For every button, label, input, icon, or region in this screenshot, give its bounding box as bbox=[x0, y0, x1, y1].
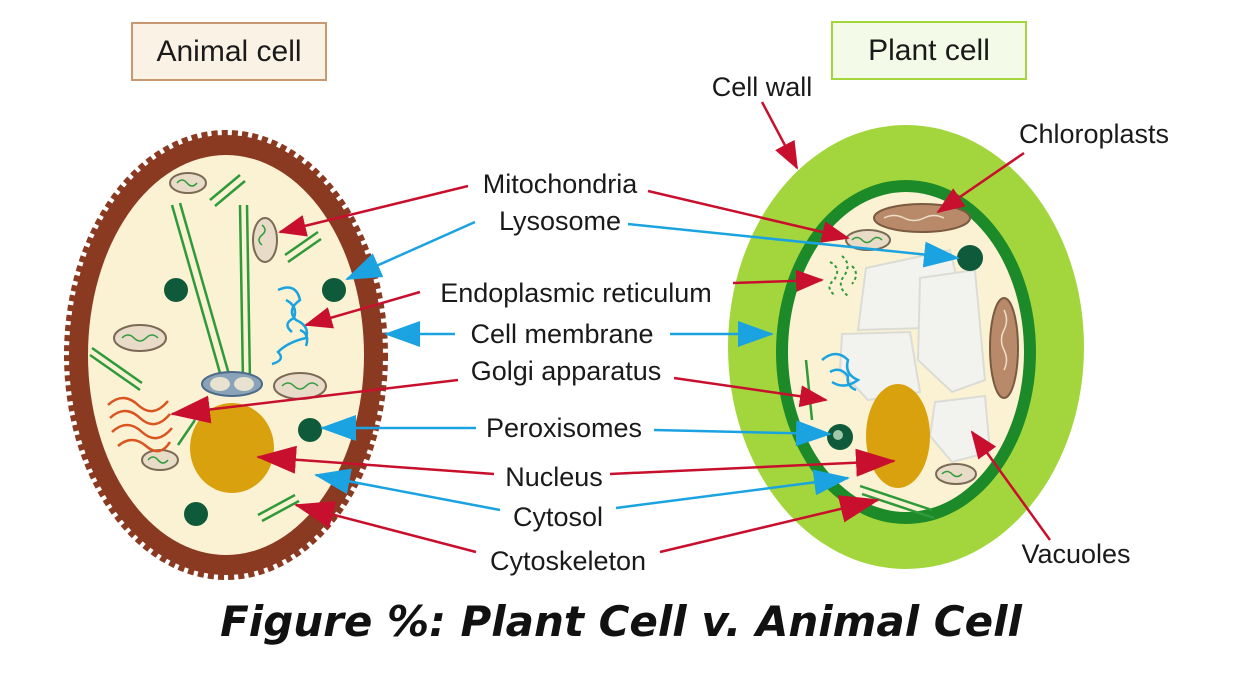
plant-nucleus bbox=[866, 384, 930, 488]
animal-golgi bbox=[107, 396, 173, 453]
figure-caption: Figure %: Plant Cell v. Animal Cell bbox=[220, 597, 1022, 646]
plant-endoplasmic-reticulum bbox=[828, 255, 857, 297]
animal-centrioles bbox=[201, 371, 263, 397]
label-golgi-apparatus: Golgi apparatus bbox=[471, 356, 662, 386]
label-nucleus: Nucleus bbox=[505, 462, 603, 492]
animal-cytoplasm bbox=[88, 155, 364, 555]
animal-cytoskeleton bbox=[89, 174, 322, 523]
plant-cell-title: Plant cell bbox=[868, 34, 990, 67]
label-cell-wall: Cell wall bbox=[712, 72, 813, 102]
labels: Cell wall Chloroplasts Mitochondria Lyso… bbox=[440, 72, 1169, 576]
animal-mitochondria bbox=[113, 172, 327, 471]
label-peroxisomes: Peroxisomes bbox=[486, 413, 642, 443]
animal-cell-title-box: Animal cell bbox=[131, 22, 327, 81]
plant-lysosome bbox=[957, 245, 983, 271]
animal-cell-title: Animal cell bbox=[156, 35, 301, 68]
label-lysosome: Lysosome bbox=[499, 206, 621, 236]
plant-golgi bbox=[821, 352, 861, 392]
animal-cell bbox=[64, 130, 388, 580]
plant-cell-title-box: Plant cell bbox=[831, 21, 1027, 80]
label-cytoskeleton: Cytoskeleton bbox=[490, 546, 646, 576]
label-cytosol: Cytosol bbox=[513, 502, 603, 532]
animal-lysosomes bbox=[164, 278, 346, 526]
animal-nucleus bbox=[190, 403, 274, 493]
plant-vacuoles bbox=[838, 248, 992, 464]
label-cell-membrane: Cell membrane bbox=[470, 319, 653, 349]
plant-cell bbox=[728, 125, 1084, 569]
label-mitochondria: Mitochondria bbox=[483, 169, 639, 199]
label-arrows bbox=[170, 101, 1052, 554]
label-endoplasmic-reticulum: Endoplasmic reticulum bbox=[440, 278, 712, 308]
plant-mitochondria bbox=[845, 229, 977, 485]
label-vacuoles: Vacuoles bbox=[1021, 539, 1130, 569]
label-chloroplasts: Chloroplasts bbox=[1019, 119, 1169, 149]
